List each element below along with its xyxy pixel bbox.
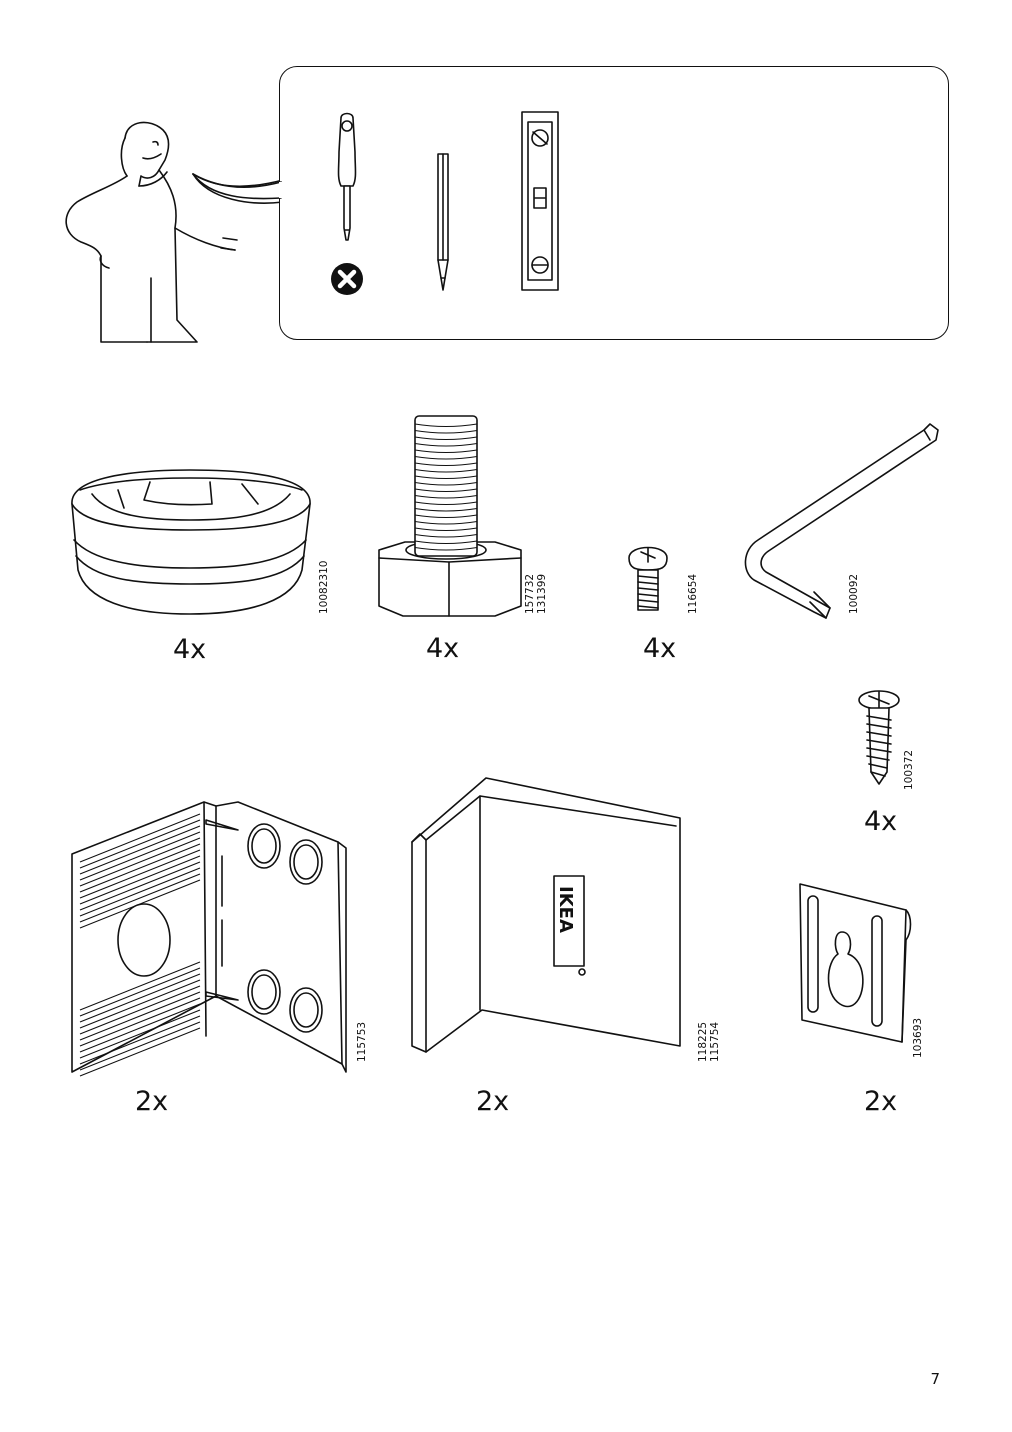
angle-bracket-drawing: IKEA [411, 777, 681, 1053]
quantity-adjustable-foot-bolt: 4x [426, 633, 460, 664]
quantity-machine-screw: 4x [643, 633, 677, 664]
part-number-wood-screw: 100372 [903, 749, 915, 790]
keyhole-plate-drawing [799, 883, 912, 1043]
corner-bracket-drawing [71, 801, 347, 1077]
speech-tail [192, 173, 285, 200]
leg-cap-drawing [71, 469, 311, 615]
part-number-keyhole-plate: 103693 [912, 1017, 924, 1058]
quantity-leg-cap: 4x [173, 634, 207, 665]
pencil-icon [437, 153, 449, 291]
screwdriver-icon [337, 112, 357, 241]
part-number-machine-screw: 116654 [687, 573, 699, 614]
quantity-keyhole-plate: 2x [864, 1086, 898, 1117]
spirit-level-icon [521, 111, 559, 291]
quantity-wood-screw: 4x [864, 806, 898, 837]
ikea-logo-text: IKEA [555, 886, 576, 933]
page-number: 7 [930, 1370, 940, 1388]
adjustable-foot-bolt-drawing [378, 415, 522, 617]
tools-panel [279, 66, 949, 340]
not-allowed-icon [331, 263, 363, 295]
machine-screw-drawing [628, 546, 668, 611]
wood-screw-drawing [858, 690, 900, 785]
allen-key-drawing [744, 423, 939, 619]
quantity-angle-bracket: 2x [476, 1086, 510, 1117]
part-number-angle-bracket: 118225 115754 [697, 1021, 721, 1062]
part-number-allen-key: 100092 [848, 573, 860, 614]
part-number-corner-bracket: 115753 [356, 1021, 368, 1062]
quantity-corner-bracket: 2x [135, 1086, 169, 1117]
part-number-adjustable-foot-bolt: 157732 131399 [524, 573, 548, 614]
part-number-leg-cap: 10082310 [318, 560, 330, 614]
